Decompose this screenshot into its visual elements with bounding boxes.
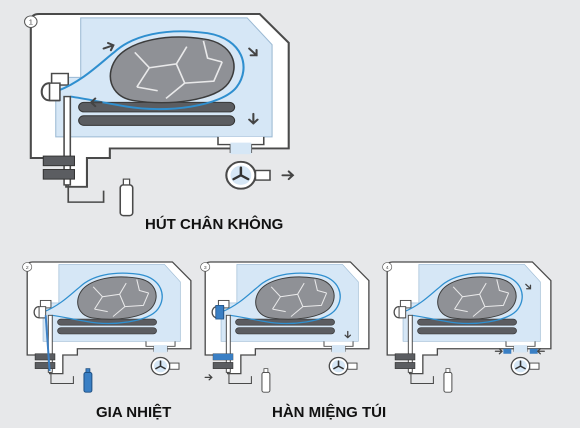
vacuum-pump-icon	[510, 356, 540, 376]
caption-step-2: GIA NHIỆT	[96, 403, 171, 421]
step-2-gas: 2	[22, 261, 192, 393]
airflow-arrow-icon	[537, 348, 545, 355]
step-number: 2	[26, 265, 29, 271]
gas-cylinder-icon	[443, 368, 453, 393]
step-1-vacuum: 1	[24, 12, 294, 217]
step-4-release: 4	[382, 261, 552, 393]
gas-cylinder-icon	[261, 368, 271, 393]
caption-step-1: HÚT CHÂN KHÔNG	[145, 215, 283, 233]
airflow-arrow-icon	[494, 348, 503, 355]
step-number: 4	[386, 265, 389, 271]
airflow-arrow-icon	[204, 374, 213, 381]
step-number: 1	[28, 18, 33, 27]
caption-step-3: HÀN MIỆNG TÚI	[272, 403, 386, 421]
step-number: 3	[204, 265, 207, 271]
gas-cylinder-icon	[83, 371, 93, 393]
vacuum-pump-icon	[225, 160, 272, 190]
step-3-seal: 3	[200, 261, 370, 393]
vacuum-pump-icon	[150, 356, 180, 376]
airflow-arrow-icon	[281, 170, 294, 181]
vacuum-pump-icon	[328, 356, 358, 376]
gas-cylinder-icon	[119, 178, 134, 217]
